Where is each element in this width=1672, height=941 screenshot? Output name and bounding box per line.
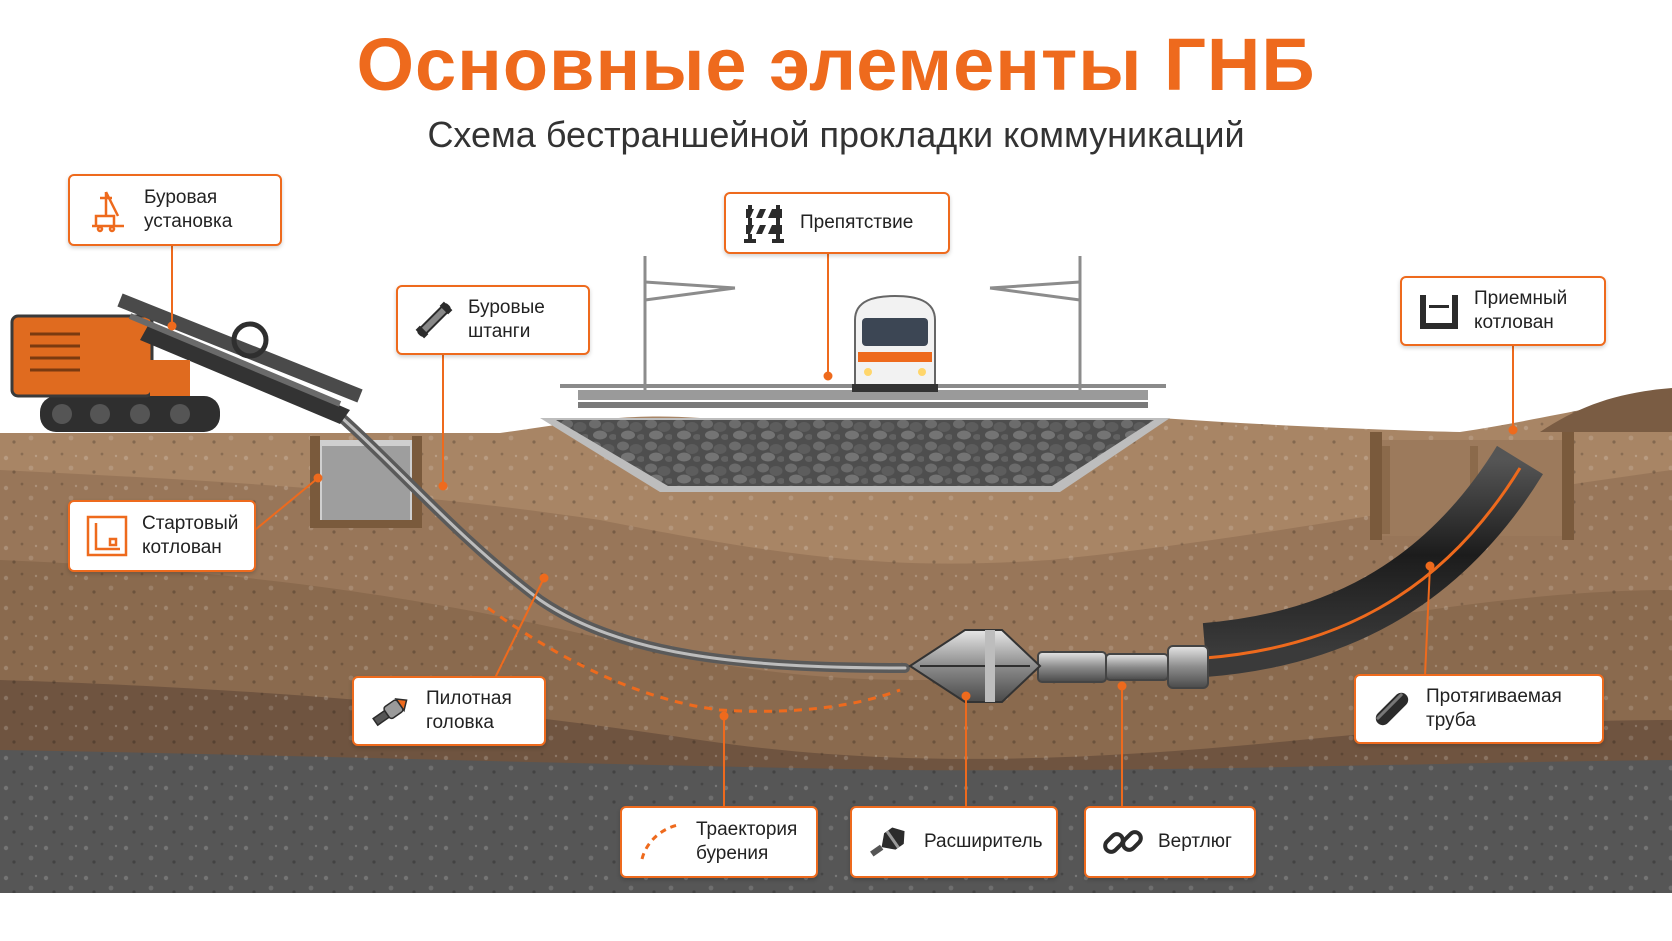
callout-label: Буровая установка — [144, 186, 232, 234]
callout-label: Вертлюг — [1158, 830, 1232, 854]
drilling-rig-icon — [84, 186, 132, 234]
callout-label: Расширитель — [924, 830, 1043, 854]
callout-label: Буровые штанги — [468, 296, 545, 344]
callout-pulled-pipe: Протягиваемая труба — [1354, 674, 1604, 744]
callout-drilling-rig: Буровая установка — [68, 174, 282, 246]
callout-pilot-head: Пилотная головка — [352, 676, 546, 746]
callout-reamer: Расширитель — [850, 806, 1058, 878]
pipe-icon — [1370, 687, 1414, 731]
callout-label: Траектория бурения — [696, 818, 797, 866]
callout-drill-rods: Буровые штанги — [396, 285, 590, 355]
callout-label: Приемный котлован — [1474, 287, 1567, 335]
drilling-rig — [12, 300, 360, 432]
callout-receiving-pit: Приемный котлован — [1400, 276, 1606, 346]
train — [852, 296, 938, 392]
drill-rod-icon — [412, 298, 456, 342]
callout-trajectory: Траектория бурения — [620, 806, 818, 878]
barrier-icon — [740, 201, 788, 245]
pilot-head-icon — [368, 688, 414, 734]
chain-link-icon — [1100, 819, 1146, 865]
callout-obstacle: Препятствие — [724, 192, 950, 254]
pit-frame-icon — [84, 513, 130, 559]
callout-label: Препятствие — [800, 211, 913, 235]
callout-swivel: Вертлюг — [1084, 806, 1256, 878]
callout-label: Пилотная головка — [426, 687, 512, 735]
dashed-arc-icon — [636, 819, 684, 865]
callout-label: Стартовый котлован — [142, 512, 238, 560]
callout-starting-pit: Стартовый котлован — [68, 500, 256, 572]
reamer-icon — [866, 819, 912, 865]
pit-icon — [1416, 289, 1462, 333]
callout-label: Протягиваемая труба — [1426, 685, 1562, 733]
railway-embankment — [540, 384, 1170, 492]
bottom-margin — [0, 893, 1672, 941]
